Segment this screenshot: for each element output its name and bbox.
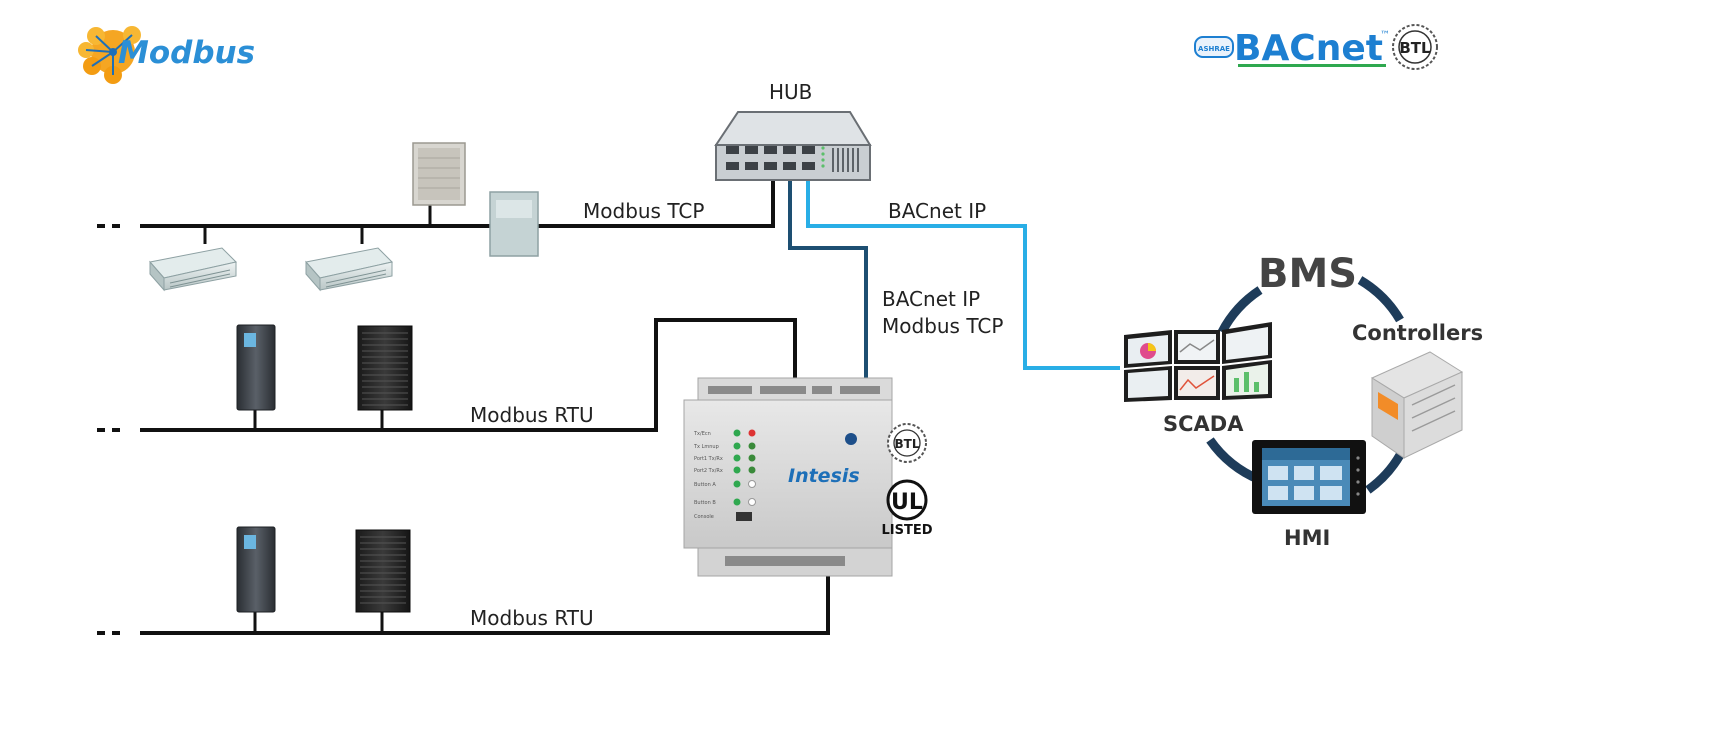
bacnet-ip-label-2: BACnet IP [882, 287, 980, 311]
modbus-tcp-bus [97, 180, 775, 244]
svg-text:Port1 Tx/Rx: Port1 Tx/Rx [694, 456, 723, 462]
modbus-tcp-label: Modbus TCP [583, 199, 704, 223]
bacnet-ip-label: BACnet IP [888, 199, 986, 223]
ashrae-icon: ASHRAE [1194, 36, 1234, 58]
svg-text:BTL: BTL [1399, 39, 1431, 57]
svg-text:Console: Console [694, 514, 714, 520]
svg-text:UL: UL [891, 490, 923, 515]
modbus-logo-text: Modbus [118, 35, 255, 71]
svg-text:Button A: Button A [694, 482, 716, 488]
gateway-brand: Intesis [788, 465, 860, 487]
hub-label: HUB [769, 80, 812, 104]
svg-text:BTL: BTL [895, 437, 920, 451]
hmi-label: HMI [1284, 526, 1330, 550]
bms-label: BMS [1258, 251, 1357, 297]
modbus-rtu-bus-2 [97, 576, 830, 635]
scada-label: SCADA [1163, 412, 1244, 436]
plc-controller [1370, 351, 1464, 459]
svg-text:Port2 Tx/Rx: Port2 Tx/Rx [694, 468, 723, 474]
ups-unit-1 [236, 324, 276, 411]
bacnet-logo: ASHRAE BACnet ™ BTL [1194, 24, 1438, 70]
ducted-unit-2 [305, 247, 393, 292]
bacnet-ip-line [806, 180, 1120, 370]
svg-text:Tx/Ecn: Tx/Ecn [693, 431, 711, 437]
modbus-rtu-label-1: Modbus RTU [470, 403, 594, 427]
network-hub [714, 111, 872, 181]
ducted-unit-1 [149, 247, 237, 292]
controller-box [489, 191, 539, 257]
server-rack-1 [357, 325, 413, 411]
svg-text:LISTED: LISTED [881, 523, 932, 538]
svg-text:™: ™ [1380, 30, 1390, 41]
svg-text:ASHRAE: ASHRAE [1198, 45, 1230, 53]
bacnet-logo-text: BACnet [1234, 28, 1383, 69]
bacnet-modbus-combined-line [788, 180, 868, 378]
hmi-panel [1252, 440, 1366, 514]
ul-listed-icon: UL LISTED [881, 479, 933, 538]
modbus-tcp-label-2: Modbus TCP [882, 314, 1003, 338]
svg-text:Tx Lmnup: Tx Lmnup [693, 444, 719, 450]
ups-unit-2 [236, 526, 276, 613]
server-rack-2 [355, 529, 411, 613]
vrf-outdoor-unit [412, 142, 466, 206]
status-leds [733, 429, 756, 521]
svg-text:Button B: Button B [694, 500, 716, 506]
hms-logo-icon [845, 433, 857, 445]
modbus-star-icon [78, 26, 141, 84]
modbus-rtu-bus-1 [97, 318, 797, 432]
btl-badge-icon: BTL [1392, 24, 1438, 70]
scada-monitors [1124, 322, 1272, 402]
modbus-logo: Modbus [78, 26, 255, 84]
gateway-btl-badge-icon: BTL [887, 423, 927, 463]
intesis-gateway: Tx/Ecn Tx Lmnup Port1 Tx/Rx Port2 Tx/Rx … [683, 377, 933, 577]
modbus-rtu-label-2: Modbus RTU [470, 606, 594, 630]
controllers-label: Controllers [1352, 321, 1483, 345]
